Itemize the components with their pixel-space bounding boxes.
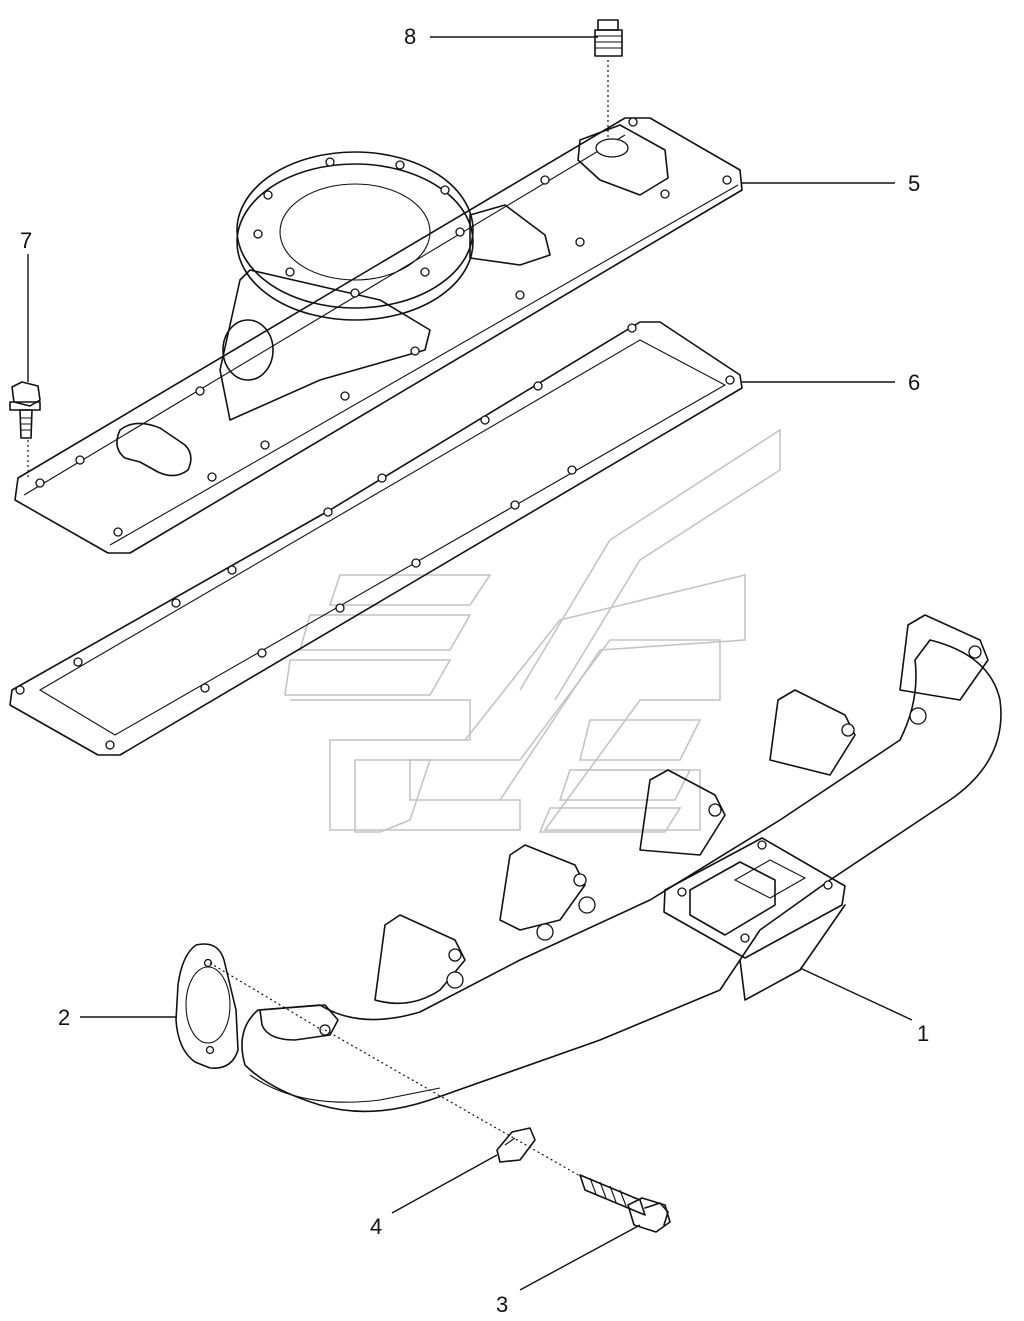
assembly-lines	[27, 60, 609, 1177]
callout-5: 5	[908, 171, 920, 196]
callouts: 1 2 3 4 5 6 7 8	[20, 24, 929, 1317]
part-7-bolt	[9, 381, 41, 439]
callout-1: 1	[917, 1021, 929, 1046]
part-6-gasket	[9, 321, 743, 756]
watermark-logo	[284, 428, 781, 833]
part-5-housing	[14, 117, 743, 554]
callout-7: 7	[20, 228, 32, 253]
callout-4: 4	[370, 1214, 382, 1239]
leader-lines	[27, 36, 913, 1291]
part-8-plug	[594, 19, 623, 57]
part-3-bolt	[579, 1174, 671, 1233]
part-2-flange-gasket	[175, 943, 239, 1069]
part-4-clip	[496, 1127, 536, 1163]
callout-8: 8	[404, 24, 416, 49]
callout-2: 2	[58, 1005, 70, 1030]
part-1-manifold	[241, 614, 1002, 1113]
callout-3: 3	[496, 1292, 508, 1317]
callout-6: 6	[908, 370, 920, 395]
